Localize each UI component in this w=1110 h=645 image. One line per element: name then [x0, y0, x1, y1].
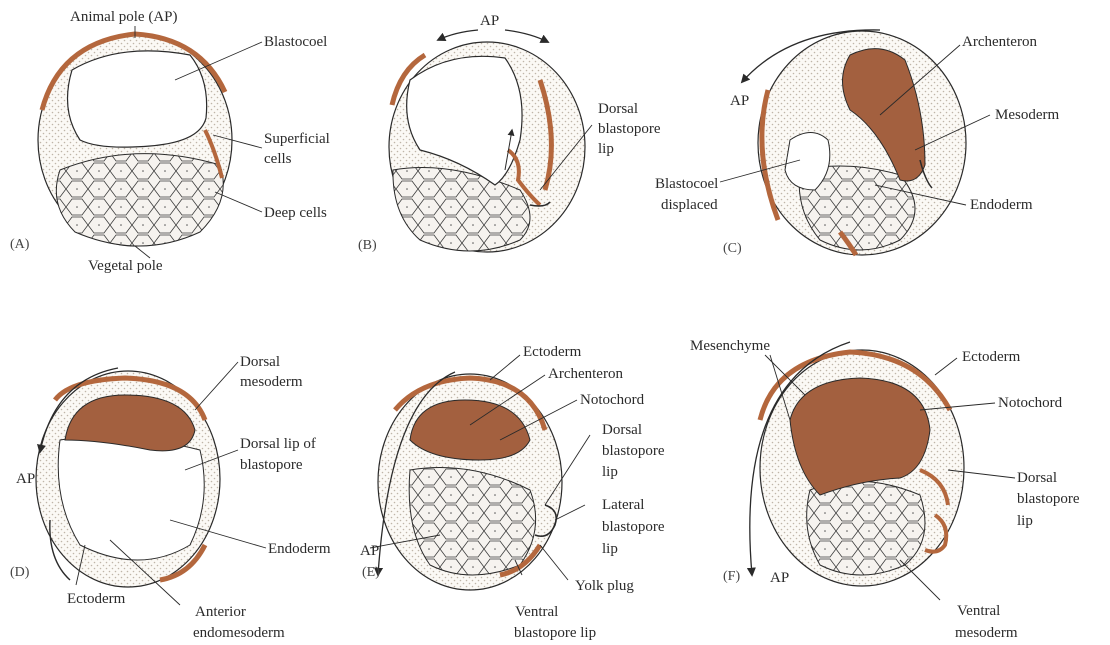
- label-ap-e: AP: [360, 542, 379, 560]
- label-ventral-mesoderm-1: Ventral: [957, 602, 1000, 620]
- label-vegetal-pole: Vegetal pole: [88, 257, 163, 275]
- label-blastocoel: Blastocoel: [264, 33, 327, 51]
- embryo-e: [378, 374, 562, 590]
- panel-letter-e: (E): [362, 565, 380, 581]
- label-dorsal-lip-e-3: lip: [602, 463, 618, 481]
- label-ectoderm-e: Ectoderm: [523, 343, 581, 361]
- embryo-a: [38, 34, 232, 246]
- label-dorsal-lip-f-1: Dorsal: [1017, 469, 1057, 487]
- label-dorsal-lip-b-1: Dorsal: [598, 100, 638, 118]
- label-ventral-lip-2: blastopore lip: [514, 624, 596, 642]
- embryo-b: [389, 42, 585, 252]
- label-ectoderm-f: Ectoderm: [962, 348, 1020, 366]
- panel-letter-a: (A): [10, 237, 29, 253]
- label-dorsal-lip-d-2: blastopore: [240, 456, 302, 474]
- label-ectoderm-d: Ectoderm: [67, 590, 125, 608]
- label-ap-d: AP: [16, 470, 35, 488]
- label-superficial-cells-1: Superficial: [264, 130, 330, 148]
- label-archenteron-e: Archenteron: [548, 365, 623, 383]
- panel-letter-b: (B): [358, 238, 377, 254]
- label-lateral-lip-1: Lateral: [602, 496, 644, 514]
- panel-letter-d: (D): [10, 565, 29, 581]
- label-lateral-lip-2: blastopore: [602, 518, 664, 536]
- label-endoderm-c: Endoderm: [970, 196, 1032, 214]
- label-superficial-cells-2: cells: [264, 150, 292, 168]
- label-blastocoel-displaced-2: displaced: [661, 196, 718, 214]
- label-dorsal-lip-f-2: blastopore: [1017, 490, 1079, 508]
- label-animal-pole: Animal pole (AP): [70, 8, 177, 26]
- label-ap-b: AP: [480, 12, 499, 30]
- label-dorsal-mesoderm-1: Dorsal: [240, 353, 280, 371]
- label-anterior-endomesoderm-2: endomesoderm: [193, 624, 285, 642]
- label-anterior-endomesoderm-1: Anterior: [195, 603, 246, 621]
- label-dorsal-lip-b-3: lip: [598, 140, 614, 158]
- arrow-b-right: [505, 30, 548, 42]
- label-deep-cells: Deep cells: [264, 204, 327, 222]
- label-ap-f: AP: [770, 569, 789, 587]
- label-dorsal-lip-b-2: blastopore: [598, 120, 660, 138]
- embryo-c: [758, 31, 966, 255]
- label-mesoderm-c: Mesoderm: [995, 106, 1059, 124]
- label-ventral-mesoderm-2: mesoderm: [955, 624, 1017, 642]
- label-dorsal-lip-e-1: Dorsal: [602, 421, 642, 439]
- label-dorsal-lip-e-2: blastopore: [602, 442, 664, 460]
- label-dorsal-mesoderm-2: mesoderm: [240, 373, 302, 391]
- label-dorsal-lip-d-1: Dorsal lip of: [240, 435, 316, 453]
- panel-letter-c: (C): [723, 241, 742, 257]
- panel-letter-f: (F): [723, 569, 740, 585]
- label-yolk-plug: Yolk plug: [575, 577, 634, 595]
- label-archenteron-c: Archenteron: [962, 33, 1037, 51]
- label-lateral-lip-3: lip: [602, 540, 618, 558]
- embryo-f: [760, 350, 964, 586]
- label-blastocoel-displaced-1: Blastocoel: [655, 175, 718, 193]
- label-endoderm-d: Endoderm: [268, 540, 330, 558]
- label-mesenchyme: Mesenchyme: [690, 337, 770, 355]
- embryo-d: [36, 371, 220, 587]
- label-ap-c: AP: [730, 92, 749, 110]
- label-ventral-lip-1: Ventral: [515, 603, 558, 621]
- label-notochord-f: Notochord: [998, 394, 1062, 412]
- label-notochord-e: Notochord: [580, 391, 644, 409]
- arrow-b-left: [438, 30, 478, 40]
- label-dorsal-lip-f-3: lip: [1017, 512, 1033, 530]
